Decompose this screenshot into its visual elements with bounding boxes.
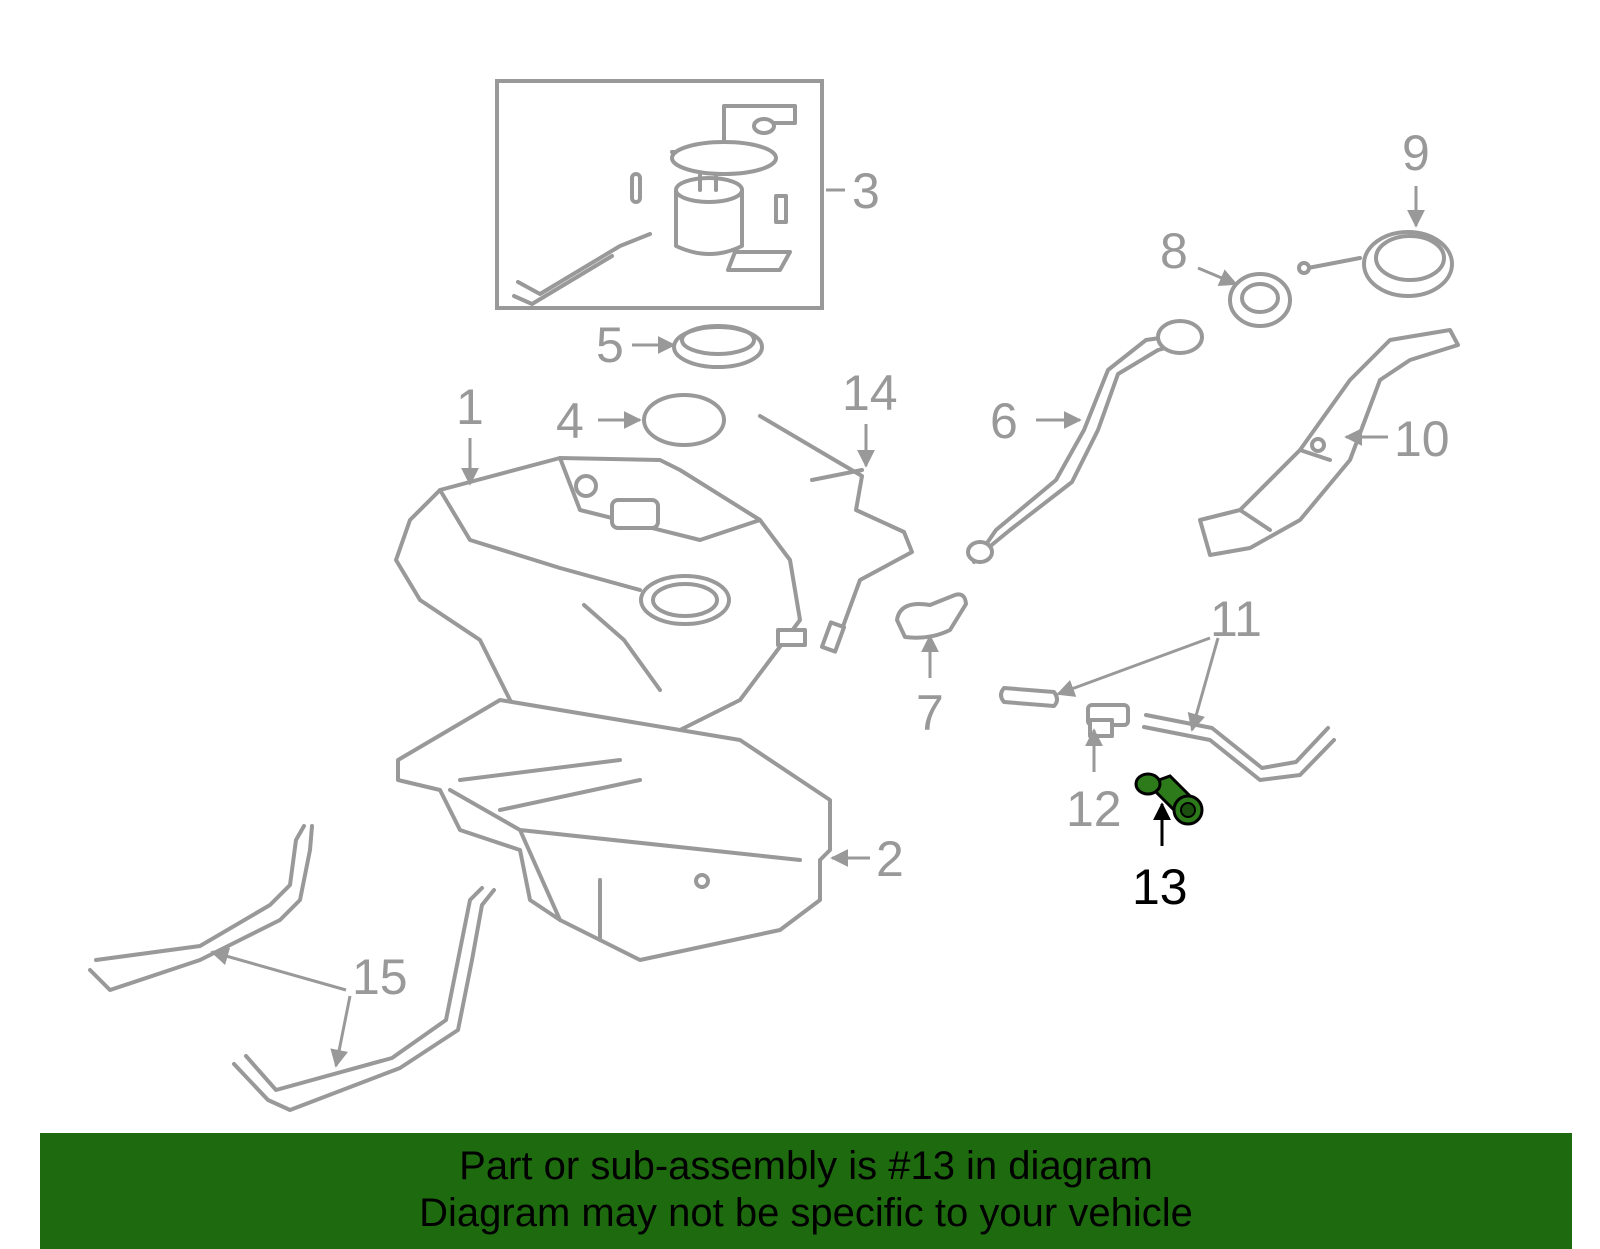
vent-tube[interactable]	[758, 414, 914, 654]
tank-strap-right[interactable]	[232, 886, 496, 1112]
filler-pipe[interactable]	[966, 319, 1204, 564]
banner-line-1: Part or sub-assembly is #13 in diagram	[459, 1144, 1153, 1188]
callout-7: 7	[916, 685, 944, 741]
banner-line-2: Diagram may not be specific to your vehi…	[419, 1191, 1193, 1235]
info-banner: Part or sub-assembly is #13 in diagram D…	[40, 1133, 1572, 1249]
lock-ring[interactable]	[672, 324, 764, 369]
vapor-hose[interactable]	[999, 686, 1336, 782]
tank-strap-left[interactable]	[88, 824, 314, 992]
callout-8: 8	[1160, 223, 1188, 279]
filler-housing[interactable]	[1198, 328, 1460, 557]
callout-5: 5	[596, 317, 624, 373]
filler-hose[interactable]	[895, 592, 968, 640]
callout-3: 3	[852, 163, 880, 219]
callout-2: 2	[876, 831, 904, 887]
callout-1: 1	[456, 379, 484, 435]
callout-13: 13	[1132, 859, 1188, 915]
callout-4: 4	[556, 393, 584, 449]
leader-lines	[210, 186, 1425, 1068]
callout-10: 10	[1394, 411, 1450, 467]
callout-15: 15	[352, 949, 408, 1005]
heat-shield[interactable]	[396, 698, 832, 962]
filler-ring[interactable]	[1228, 272, 1292, 328]
callout-11: 11	[1210, 591, 1262, 647]
seal-ring[interactable]	[642, 393, 726, 447]
fuel-tank[interactable]	[394, 456, 807, 747]
grommet-highlighted[interactable]	[1134, 772, 1204, 826]
fuel-pump-assembly[interactable]	[495, 79, 824, 310]
callout-labels: 1 2 3 4 5 6 7 8 9 10 11 12 13 14 15	[352, 125, 1450, 1005]
callout-14: 14	[842, 365, 898, 421]
callout-12: 12	[1066, 781, 1122, 837]
callout-6: 6	[990, 393, 1018, 449]
fuel-cap[interactable]	[1297, 230, 1454, 298]
callout-9: 9	[1402, 125, 1430, 181]
